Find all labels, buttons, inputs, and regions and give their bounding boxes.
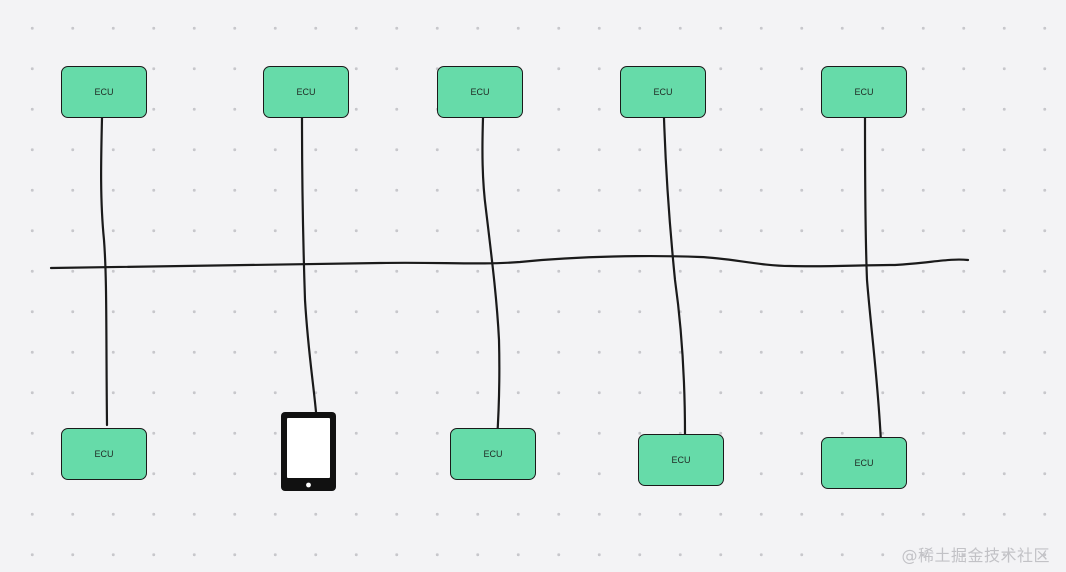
ecu-label: ECU xyxy=(653,87,673,97)
ecu-label: ECU xyxy=(470,87,490,97)
watermark: @稀土掘金技术社区 xyxy=(901,546,1050,565)
ecu-label: ECU xyxy=(94,87,114,97)
ecu-label: ECU xyxy=(854,458,874,468)
link-line-4 xyxy=(662,116,687,437)
link-line-2 xyxy=(300,116,318,414)
ecu-node-bottom-1[interactable]: ECU xyxy=(61,428,147,480)
ecu-node-top-4[interactable]: ECU xyxy=(620,66,706,118)
ecu-label: ECU xyxy=(296,87,316,97)
ecu-node-top-3[interactable]: ECU xyxy=(437,66,523,118)
ecu-node-top-2[interactable]: ECU xyxy=(263,66,349,118)
ecu-label: ECU xyxy=(854,87,874,97)
link-line-5 xyxy=(863,116,883,445)
ecu-label: ECU xyxy=(671,455,691,465)
link-line-3 xyxy=(481,116,501,442)
link-line-1 xyxy=(100,116,109,427)
ecu-node-bottom-4[interactable]: ECU xyxy=(821,437,907,489)
ecu-label: ECU xyxy=(94,449,114,459)
ecu-label: ECU xyxy=(483,449,503,459)
ecu-node-bottom-2[interactable]: ECU xyxy=(450,428,536,480)
ecu-node-bottom-3[interactable]: ECU xyxy=(638,434,724,486)
tablet-icon[interactable] xyxy=(280,411,337,492)
ecu-node-top-5[interactable]: ECU xyxy=(821,66,907,118)
bus-line xyxy=(49,254,970,270)
ecu-node-top-1[interactable]: ECU xyxy=(61,66,147,118)
